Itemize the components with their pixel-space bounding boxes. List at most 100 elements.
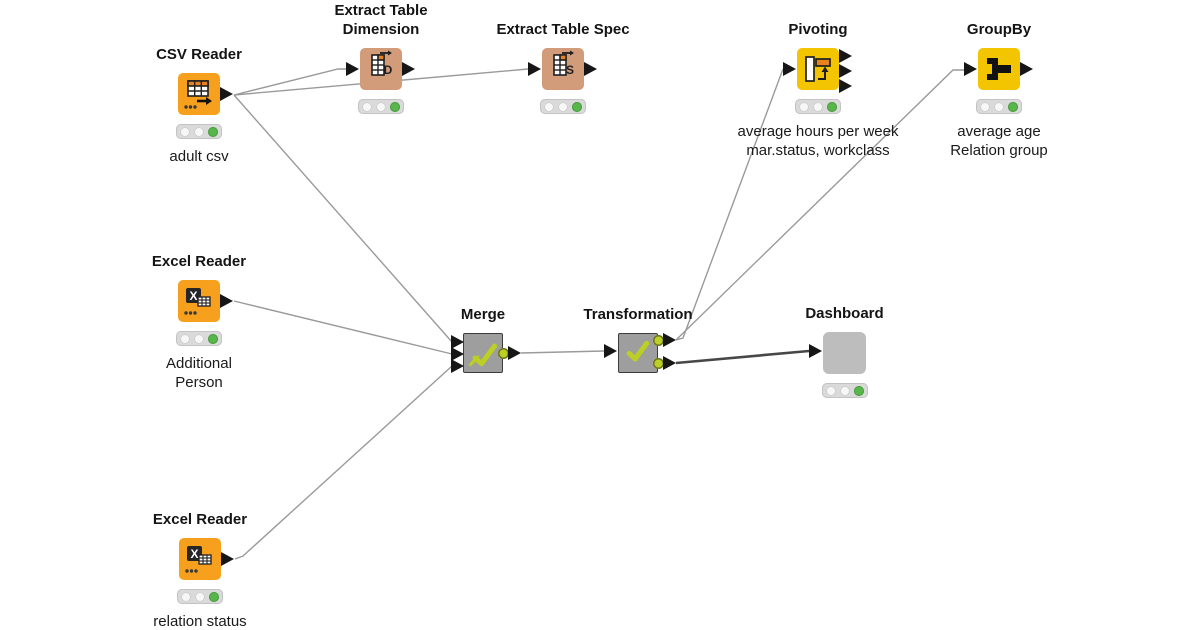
status-traffic-light — [821, 383, 868, 398]
edge-merge-to-transformation[interactable] — [520, 350, 605, 354]
table-spec-icon: S — [553, 50, 574, 77]
input-port[interactable] — [604, 344, 617, 358]
node-body[interactable] — [783, 48, 852, 93]
output-port-circle[interactable] — [497, 347, 509, 359]
node-merge[interactable]: Merge — [451, 306, 521, 373]
excel-table-icon: X — [184, 288, 211, 315]
node-annotation: adult csv — [169, 148, 229, 165]
node-groupby[interactable]: GroupBy average age Relation group — [950, 21, 1048, 159]
output-port[interactable] — [508, 346, 521, 360]
node-title: Extract Table Spec — [496, 21, 630, 38]
status-idle-dot — [825, 385, 836, 396]
node-title: Excel Reader — [151, 253, 247, 270]
node-body[interactable] — [823, 332, 866, 374]
node-dashboard[interactable]: Dashboard — [805, 305, 884, 398]
input-port[interactable] — [964, 62, 977, 76]
edge-csv-to-extract-dimension[interactable] — [233, 68, 346, 96]
node-excel-reader-1[interactable]: Excel Reader X Additional Person — [152, 253, 246, 391]
node-body[interactable]: D — [346, 48, 415, 90]
input-port-3[interactable] — [451, 359, 464, 373]
node-extract-table-spec[interactable]: Extract Table Spec S — [496, 21, 630, 114]
status-configured-dot — [558, 101, 568, 112]
node-title: Extract Table Dimension — [334, 2, 428, 38]
edge-excel1-to-merge[interactable] — [233, 300, 453, 355]
status-executed-dot — [390, 101, 400, 112]
status-traffic-light — [795, 99, 841, 114]
output-port[interactable] — [220, 87, 233, 101]
status-configured-dot — [195, 591, 205, 602]
output-port[interactable] — [220, 294, 233, 308]
status-idle-dot — [180, 126, 190, 137]
input-port-1[interactable] — [451, 335, 464, 349]
edge-transformation-to-pivoting[interactable] — [675, 68, 784, 341]
output-port-circle-1[interactable] — [652, 334, 664, 346]
node-title: Pivoting — [788, 21, 848, 38]
input-port[interactable] — [783, 62, 796, 76]
status-executed-dot — [208, 333, 218, 344]
csv-table-icon — [184, 80, 212, 109]
status-traffic-light — [540, 99, 586, 114]
status-configured-dot — [194, 126, 204, 137]
node-annotation: Additional Person — [166, 355, 232, 391]
table-dimension-icon: D — [371, 50, 393, 77]
output-port[interactable] — [584, 62, 597, 76]
node-transformation[interactable]: Transformation — [583, 306, 693, 373]
status-traffic-light — [976, 99, 1022, 114]
status-idle-dot — [181, 591, 191, 602]
node-title: Excel Reader — [152, 511, 248, 528]
input-port[interactable] — [528, 62, 541, 76]
output-port[interactable] — [402, 62, 415, 76]
node-extract-table-dimension[interactable]: Extract Table Dimension D — [334, 2, 428, 114]
output-port-circle-2[interactable] — [652, 357, 664, 369]
node-body[interactable]: S — [528, 48, 597, 90]
svg-text:X: X — [190, 547, 198, 561]
output-port-1[interactable] — [663, 333, 676, 347]
node-pivoting[interactable]: Pivoting average hours per week mar.stat… — [738, 21, 899, 159]
node-title: Dashboard — [805, 305, 884, 322]
status-executed-dot — [208, 126, 218, 137]
status-executed-dot — [1008, 101, 1018, 112]
status-idle-dot — [362, 101, 372, 112]
status-configured-dot — [376, 101, 386, 112]
status-traffic-light — [177, 589, 223, 604]
node-body[interactable]: X — [178, 280, 233, 322]
edge-excel2-to-merge[interactable] — [234, 365, 453, 560]
node-body[interactable] — [463, 333, 503, 373]
status-executed-dot — [209, 591, 219, 602]
status-idle-dot — [180, 333, 190, 344]
node-annotation: average hours per week mar.status, workc… — [737, 123, 899, 159]
node-annotation: average age Relation group — [950, 123, 1048, 159]
node-csv-reader[interactable]: CSV Reader adult csv — [156, 46, 242, 165]
node-excel-reader-2[interactable]: Excel Reader X relation status — [153, 511, 247, 630]
check-arrow-icon — [468, 343, 498, 367]
output-port-1[interactable] — [839, 49, 852, 63]
svg-text:X: X — [189, 289, 197, 303]
status-configured-dot — [813, 101, 823, 112]
node-title: Merge — [460, 306, 506, 323]
output-port-3[interactable] — [839, 79, 852, 93]
output-port-2[interactable] — [663, 356, 676, 370]
input-port-2[interactable] — [451, 347, 464, 361]
node-body[interactable] — [618, 333, 658, 373]
status-idle-dot — [980, 101, 990, 112]
input-port[interactable] — [346, 62, 359, 76]
excel-table-icon: X — [185, 546, 212, 573]
output-port-2[interactable] — [839, 64, 852, 78]
edge-transformation-to-groupby[interactable] — [675, 69, 964, 341]
status-idle-dot — [544, 101, 554, 112]
status-configured-dot — [839, 385, 850, 396]
edge-transformation-to-dashboard[interactable] — [675, 349, 810, 365]
status-configured-dot — [194, 333, 204, 344]
output-port[interactable] — [221, 552, 234, 566]
svg-text:D: D — [384, 63, 393, 77]
output-port[interactable] — [1020, 62, 1033, 76]
status-executed-dot — [572, 101, 582, 112]
node-body[interactable] — [178, 73, 233, 115]
input-port[interactable] — [809, 344, 822, 358]
node-body[interactable] — [964, 48, 1033, 90]
status-executed-dot — [827, 101, 837, 112]
edge-csv-to-merge[interactable] — [233, 94, 453, 343]
node-body[interactable]: X — [179, 538, 234, 580]
